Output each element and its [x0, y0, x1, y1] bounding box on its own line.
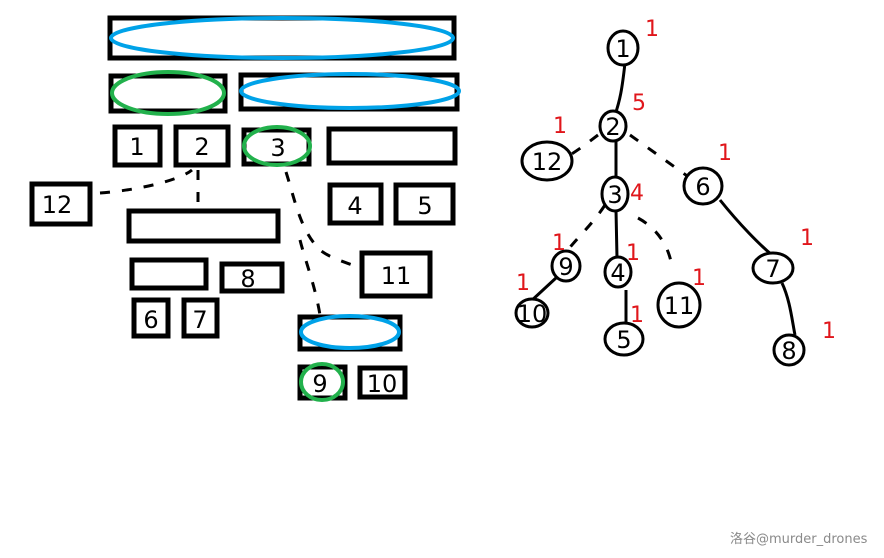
box-5 [393, 182, 456, 226]
tree-node [656, 281, 702, 329]
node-count: 1 [552, 231, 566, 256]
tree-node [606, 29, 640, 67]
box-8 [219, 261, 285, 294]
node-count: 1 [630, 303, 644, 328]
box-12-label: 12 [42, 191, 73, 219]
tree-diagram: 1 1 2 5 12 1 3 4 6 1 9 1 4 1 11 1 7 1 10… [514, 17, 836, 367]
node-label: 3 [607, 181, 622, 209]
node-label: 6 [695, 173, 710, 201]
box-2-label: 2 [194, 133, 209, 161]
green-ellipse [110, 70, 226, 116]
node-label: 7 [765, 255, 780, 283]
box-11-label: 11 [381, 262, 412, 290]
node-label: 9 [558, 253, 573, 281]
node-label: 8 [781, 337, 796, 365]
box-1 [112, 124, 163, 168]
empty-box [129, 257, 209, 291]
node-label: 12 [532, 148, 563, 176]
green-ellipse [242, 125, 312, 167]
tree-node [598, 109, 628, 143]
node-count: 1 [822, 319, 836, 344]
tree-node [772, 333, 806, 367]
node-count: 4 [630, 181, 644, 206]
box-10-label: 10 [367, 370, 398, 398]
dashed-link [99, 168, 200, 205]
tree-node [603, 321, 645, 357]
node-label: 5 [616, 326, 631, 354]
box-4-label: 4 [347, 192, 362, 220]
tree-node [751, 251, 795, 285]
node-label: 2 [605, 113, 620, 141]
node-count: 1 [553, 114, 567, 139]
box-2 [173, 124, 231, 168]
box-9-label: 9 [312, 370, 327, 398]
node-count: 1 [626, 241, 640, 266]
node-count: 5 [632, 91, 646, 116]
tree-node [520, 140, 574, 182]
layout-diagram: 1 2 3 12 4 5 11 8 6 7 9 10 [29, 15, 461, 402]
node-count: 1 [692, 266, 706, 291]
node-count: 1 [718, 141, 732, 166]
box-10 [357, 365, 408, 400]
green-ellipse [299, 362, 345, 402]
box-12 [29, 181, 93, 227]
blue-ellipse [109, 16, 455, 60]
node-label: 10 [517, 300, 548, 328]
node-count: 1 [516, 271, 530, 296]
wide-box [126, 208, 281, 244]
box-6-label: 6 [143, 306, 158, 334]
tree-node [603, 255, 633, 289]
box-11 [359, 250, 433, 299]
node-label: 11 [664, 292, 695, 320]
box-5-label: 5 [417, 192, 432, 220]
box-7-label: 7 [192, 306, 207, 334]
box-7 [181, 297, 220, 339]
empty-box [326, 126, 458, 166]
blue-ellipse [239, 72, 461, 110]
node-count: 1 [645, 17, 659, 42]
box-4 [327, 182, 384, 226]
box-3-label: 3 [270, 134, 285, 162]
tree-edge [528, 62, 797, 336]
node-label: 1 [615, 35, 630, 63]
tree-node [600, 175, 630, 213]
tree-node [514, 297, 550, 329]
box-8-label: 8 [240, 265, 255, 293]
node-label: 4 [610, 259, 625, 287]
watermark: 洛谷@murder_drones [730, 532, 868, 547]
node-count: 1 [800, 226, 814, 251]
tree-node [550, 249, 582, 283]
box-1-label: 1 [129, 133, 144, 161]
box-6 [131, 297, 171, 339]
dashed-link [284, 171, 361, 316]
blue-ellipse [299, 314, 401, 350]
tree-node [682, 166, 724, 206]
